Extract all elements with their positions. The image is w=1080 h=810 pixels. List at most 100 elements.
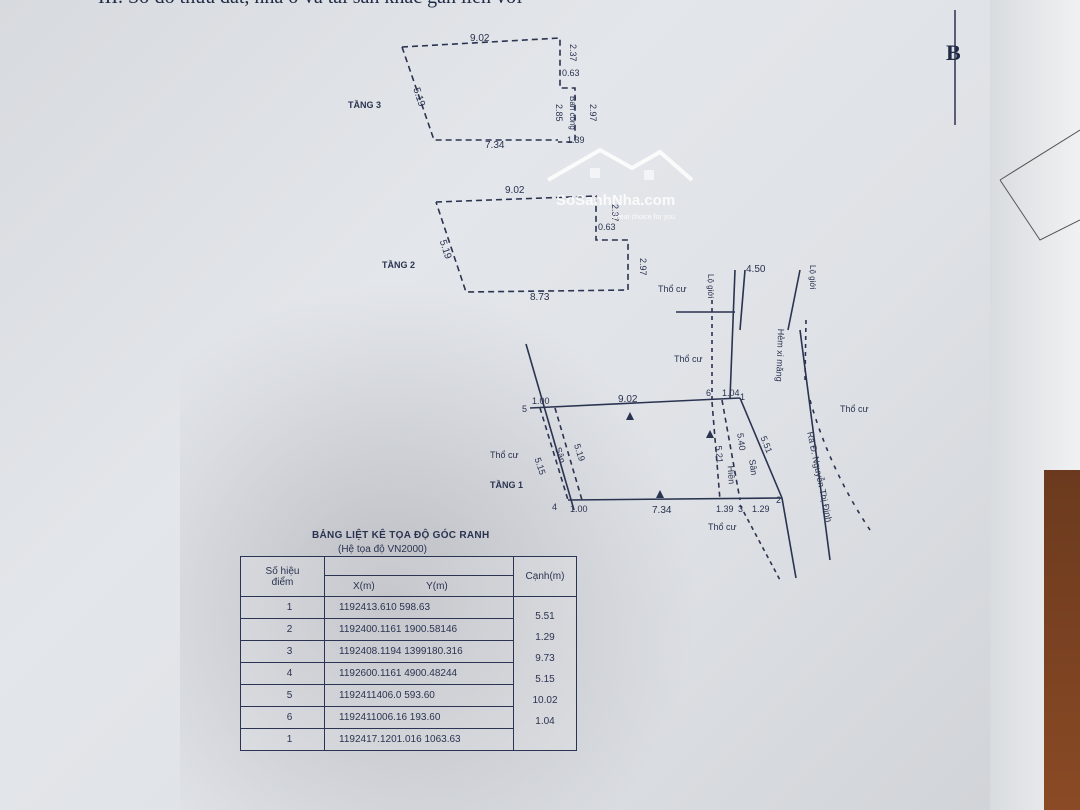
f1-bottom-left-dim: 1.00 <box>570 504 588 514</box>
f3-right-lower-dim: 2.85 <box>554 104 564 122</box>
row-coords: 1192408.1194 1399180.316 <box>324 640 514 663</box>
f1-right-c-dim: 5.51 <box>759 435 775 455</box>
f1-bottom-r1-dim: 1.39 <box>716 504 734 514</box>
paper-edge-line <box>999 129 1080 181</box>
f3-balcony-label: Ban công <box>568 96 577 130</box>
coordinate-table-subtitle: (Hệ tọa độ VN2000) <box>338 544 427 555</box>
row-coords: 1192600.1161 4900.48244 <box>324 662 514 685</box>
point-2: 2 <box>776 495 781 505</box>
row-point: 3 <box>240 640 325 663</box>
f2-bottom-dim: 8.73 <box>530 292 550 303</box>
f3-left-dim: 5.19 <box>410 86 427 108</box>
f1-top-left-dim: 1.00 <box>532 396 550 406</box>
coordinate-table: Số hiệu điểm Cạnh(m) X(m) Y(m) 1 1192413… <box>240 556 577 751</box>
table-row: 4 1192600.1161 4900.48244 <box>240 662 577 685</box>
table-row: 1 1192413.610 598.63 5.51 1.29 9.73 5.15… <box>240 596 577 751</box>
f2-right-dim: 2.97 <box>638 258 648 276</box>
watermark-brand: SoSanhNha.com <box>556 192 675 209</box>
f2-inner2-dim: 2.37 <box>610 204 620 222</box>
row-point: 1 <box>240 728 325 751</box>
tho-cu-5: Thổ cư <box>840 404 869 414</box>
row-point: 5 <box>240 684 325 707</box>
f1-top-dim: 9.02 <box>618 394 638 405</box>
header-coords-blank <box>324 556 514 576</box>
f1-bottom-dim: 7.34 <box>652 505 672 516</box>
f1-right-a-dim: 5.21 <box>714 445 725 463</box>
header-point-line1: Số hiệu <box>265 565 300 577</box>
row-coords: 1192417.1201.016 1063.63 <box>324 728 514 751</box>
f3-inner-dim: 0.63 <box>562 68 580 78</box>
watermark-tagline: Great choice for you <box>612 214 675 221</box>
f3-bottom-dim: 7.34 <box>485 140 505 151</box>
f1-hien: Hiên <box>726 465 737 484</box>
header-point-line2: điểm <box>271 576 294 588</box>
floor-2-outline <box>435 195 629 293</box>
tho-cu-1: Thổ cư <box>658 284 687 294</box>
watermark-logo: SoSanhNha.com Great choice for you <box>547 147 694 221</box>
row-coords: 1192411406.0 593.60 <box>324 684 514 707</box>
point-1: 1 <box>740 392 745 402</box>
page-letter: B <box>946 40 961 65</box>
f1-right-b-dim: 5.40 <box>735 432 747 451</box>
tho-cu-4: Thổ cư <box>708 522 737 532</box>
f2-left-dim: 5.19 <box>437 239 454 261</box>
row-point: 6 <box>240 706 325 729</box>
f1-left-inner-dim: 5.19 <box>572 443 587 463</box>
f2-inner-dim: 0.63 <box>598 222 616 232</box>
floor-1-outline <box>525 269 871 581</box>
edge-value: 5.51 <box>535 611 555 622</box>
f2-top-dim: 9.02 <box>505 185 525 196</box>
header-x: X(m) <box>353 580 375 592</box>
row-point: 4 <box>240 662 325 685</box>
table-surface <box>1044 470 1080 810</box>
header-y: Y(m) <box>426 580 448 592</box>
lot-gioi-right: Lộ giới <box>808 265 817 290</box>
f1-san-right: Sân <box>747 459 759 476</box>
coordinate-table-title: BẢNG LIỆT KÊ TỌA ĐỘ GÓC RANH <box>312 530 490 541</box>
section-heading: III. Sơ đồ thửa đất, nhà ở và tài sản kh… <box>98 0 522 9</box>
edge-value: 9.73 <box>535 653 555 664</box>
table-header-row: Số hiệu điểm Cạnh(m) <box>240 556 577 597</box>
f1-top-right-dim: 1.04 <box>722 388 740 398</box>
edge-value: 5.15 <box>535 674 555 685</box>
f3-label: TẦNG 3 <box>348 100 381 110</box>
row-point: 2 <box>240 618 325 641</box>
table-row: 1 1192417.1201.016 1063.63 <box>240 728 577 751</box>
table-subheader-row: X(m) Y(m) <box>241 575 577 597</box>
point-6: 6 <box>706 388 711 398</box>
header-xy: X(m) Y(m) <box>324 575 514 597</box>
table-row: 6 1192411006.16 193.60 <box>240 706 577 729</box>
alley-label: Hẻm xi măng <box>774 329 786 382</box>
tho-cu-2: Thổ cư <box>674 354 703 364</box>
f1-san-left: Sân <box>553 446 567 464</box>
paper-edge-line-2 <box>999 179 1080 241</box>
lot-gioi-left: Lộ giới <box>706 274 715 299</box>
f1-bottom-r2-dim: 1.29 <box>752 504 770 514</box>
f2-label: TẦNG 2 <box>382 260 415 270</box>
f3-top-dim: 9.02 <box>470 33 490 44</box>
road-width-dim: 4.50 <box>746 264 766 275</box>
f3-right-upper-dim: 2.37 <box>568 44 578 62</box>
edge-value: 10.02 <box>532 695 558 706</box>
edge-value: 1.04 <box>535 716 555 727</box>
point-3: 3 <box>738 504 743 514</box>
header-edge: Cạnh(m) <box>513 556 577 597</box>
edge-value: 1.29 <box>535 632 555 643</box>
point-4: 4 <box>552 502 557 512</box>
table-row: 5 1192411406.0 593.60 <box>240 684 577 707</box>
row-coords: 1192411006.16 193.60 <box>324 706 514 729</box>
f3-balcony-right-dim: 2.97 <box>588 104 598 122</box>
f1-left-outer-dim: 5.15 <box>533 456 548 476</box>
row-coords: 1192400.1161 1900.58146 <box>324 618 514 641</box>
row-point: 1 <box>240 596 325 619</box>
tho-cu-3: Thổ cư <box>490 450 519 460</box>
header-point: Số hiệu điểm <box>240 556 325 597</box>
row-coords: 1192413.610 598.63 <box>324 596 514 619</box>
edge-column: 5.51 1.29 9.73 5.15 10.02 1.04 <box>513 596 577 751</box>
f3-balcony-bottom-dim: 1.39 <box>567 135 585 145</box>
boundary-arrows <box>626 412 714 498</box>
floor-3-outline <box>401 37 576 143</box>
point-5: 5 <box>522 404 527 414</box>
f1-label: TẦNG 1 <box>490 480 523 490</box>
